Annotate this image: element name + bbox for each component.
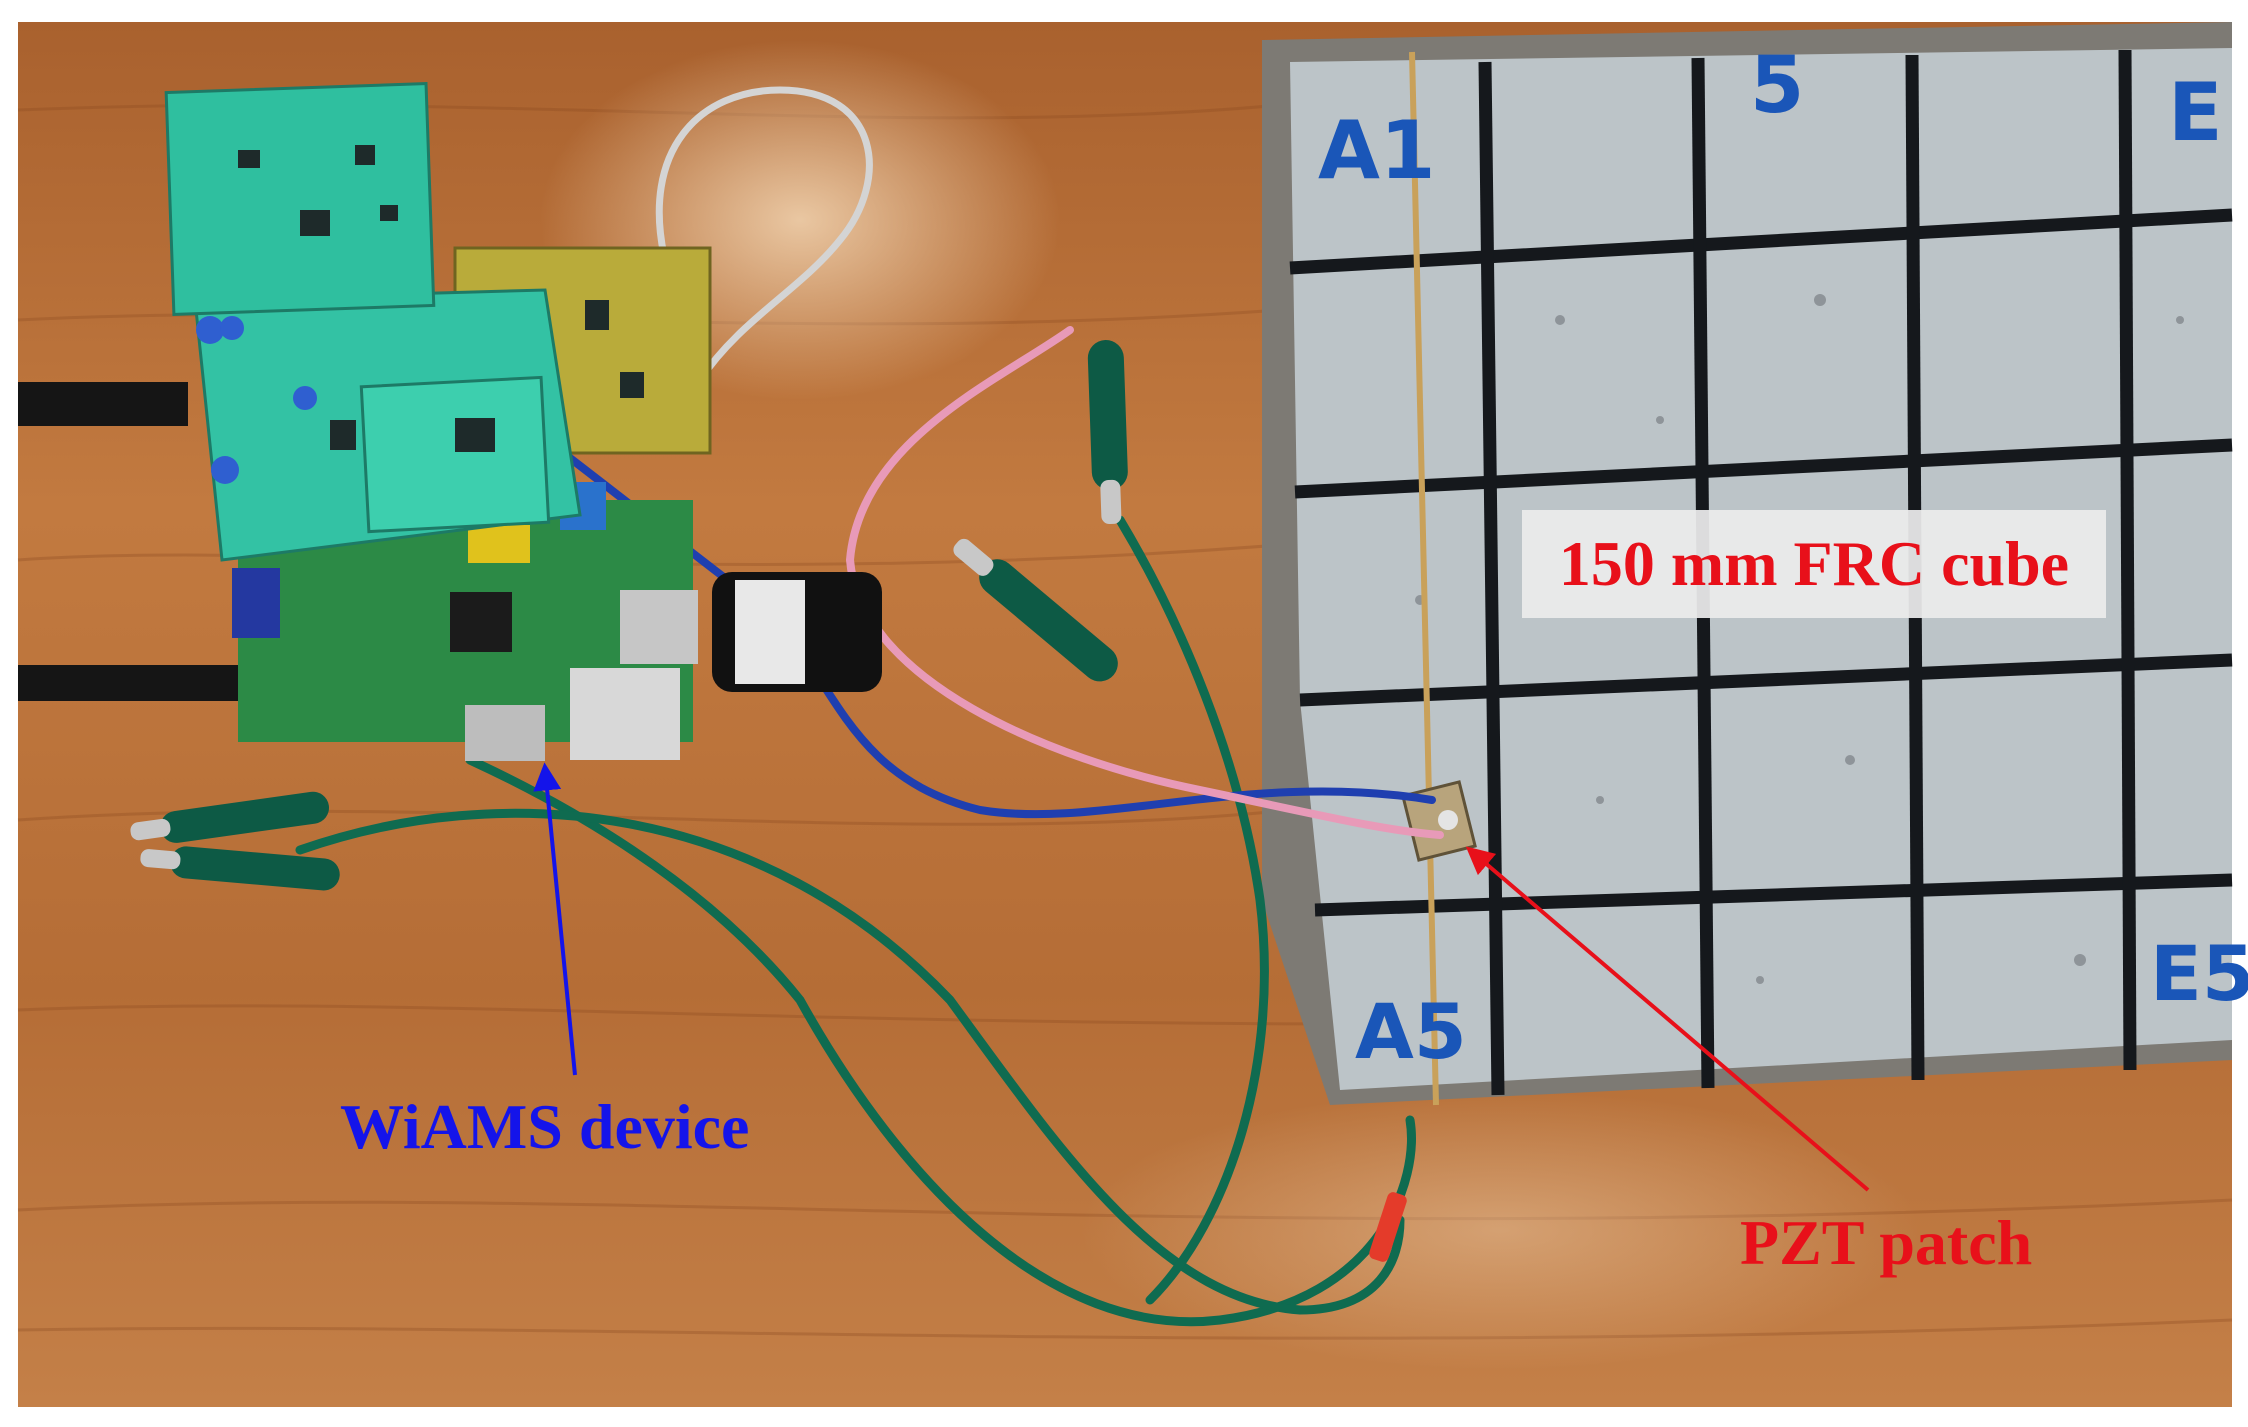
mark-five: 5 <box>1750 41 1804 131</box>
black-cable-bottom <box>18 665 238 701</box>
cube-label: 150 mm FRC cube <box>1522 510 2106 618</box>
mark-e5: E5 <box>2150 929 2248 1018</box>
ethernet-port <box>570 668 680 760</box>
clip-top <box>1087 340 1128 525</box>
teal-board-top <box>164 81 436 317</box>
wiams-arrow <box>533 762 577 1076</box>
usb-port <box>620 590 698 664</box>
mark-a1: A1 <box>1318 104 1436 197</box>
hdmi-port <box>465 705 545 761</box>
clip-left-1 <box>130 791 330 843</box>
green-wire-3 <box>1115 515 1269 1305</box>
pink-wire <box>845 326 1444 839</box>
wiams-device <box>18 81 882 761</box>
rubber-band <box>1409 51 1439 1106</box>
pzt-arrow <box>1465 846 1870 1192</box>
pcb-components <box>238 145 644 452</box>
white-cable <box>655 86 873 384</box>
capacitor-label <box>735 580 805 684</box>
black-cable-top <box>18 382 188 426</box>
alligator-clips <box>130 340 1407 1262</box>
cpu-chip <box>450 592 512 652</box>
clip-left-2 <box>140 846 340 891</box>
red-connector <box>1369 1192 1407 1262</box>
yellow-connector <box>468 525 530 563</box>
grid-markings: A1 5 E A5 E5 <box>1318 41 2248 1076</box>
sd-card <box>232 568 280 638</box>
green-wire-1 <box>465 755 1416 1327</box>
wiams-device-label: WiAMS device <box>340 1091 750 1162</box>
green-wire-2 <box>295 808 1405 1315</box>
clip-middle <box>953 538 1118 682</box>
mark-a5: A5 <box>1355 987 1467 1076</box>
mark-e-top: E <box>2168 66 2223 159</box>
blue-capacitors <box>196 316 317 484</box>
radio-module <box>359 375 551 534</box>
pzt-patch-label: PZT patch <box>1740 1207 2033 1278</box>
